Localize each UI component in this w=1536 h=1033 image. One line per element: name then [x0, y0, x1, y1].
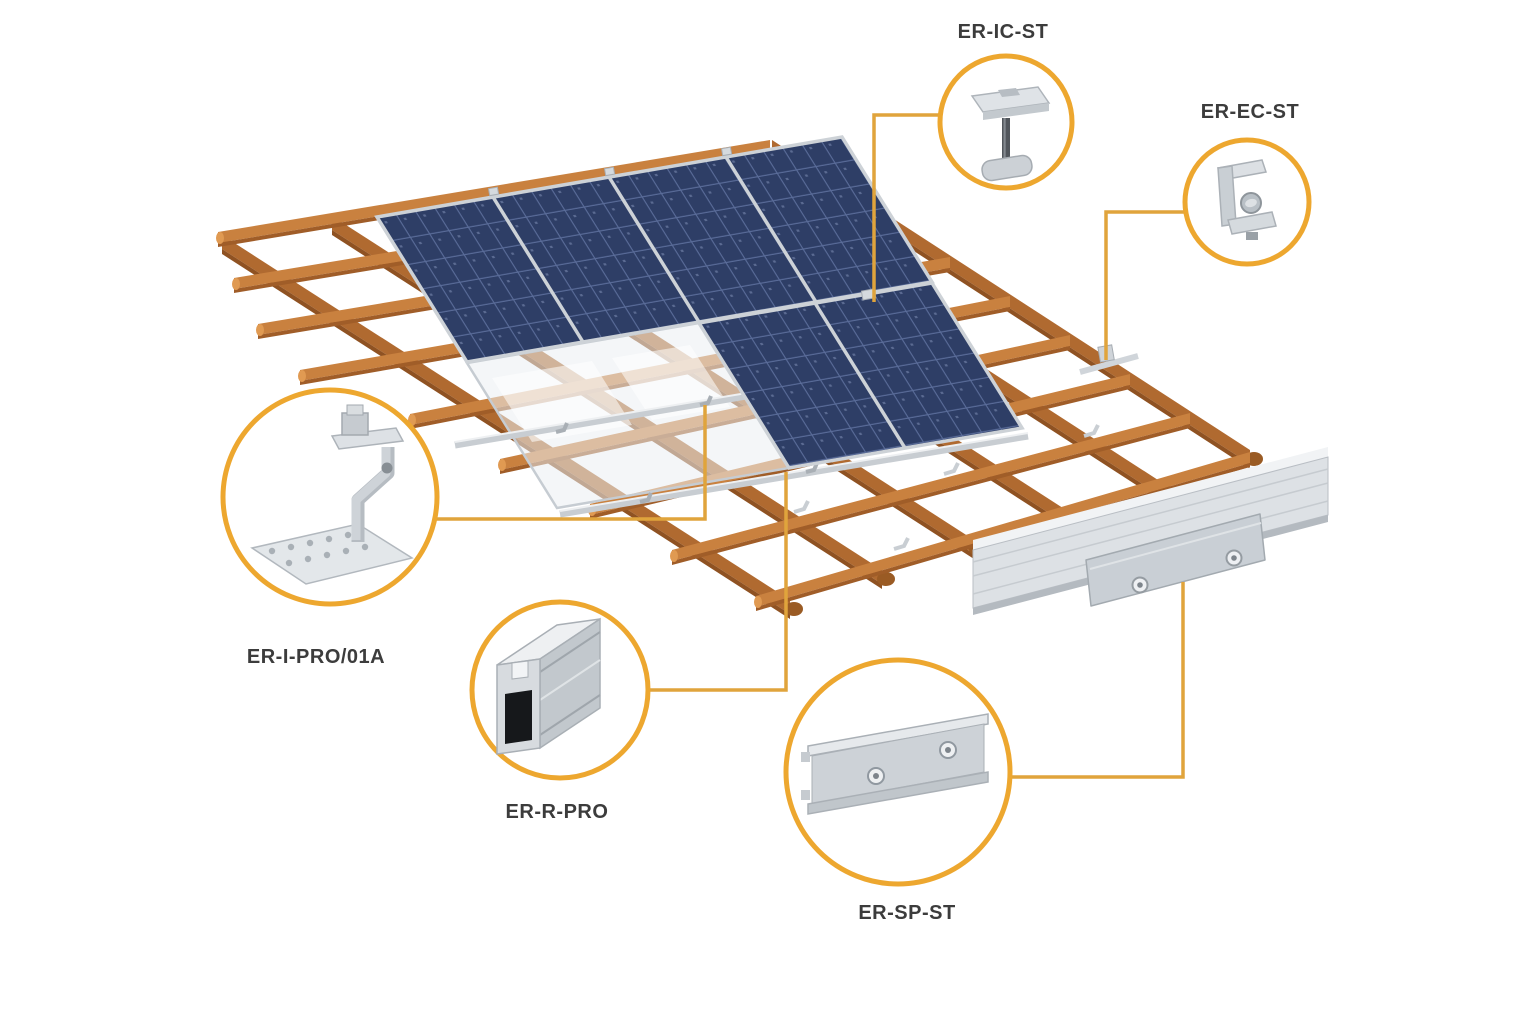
rail-profile-icon — [496, 617, 601, 755]
callout-rail-splice — [783, 657, 1013, 887]
roof-hook-mark — [893, 537, 910, 551]
callout-roof-hook — [220, 387, 440, 607]
callout-end-clamp — [1182, 137, 1312, 267]
top-edge-clamps — [487, 146, 733, 197]
rail-hook-mark — [805, 462, 819, 474]
splice-bolt — [939, 741, 957, 759]
joined-rails-illustration — [972, 447, 1329, 615]
splice-plate — [1085, 513, 1266, 607]
rail-hook-mark — [555, 422, 569, 434]
label-er-sp-st: ER-SP-ST — [858, 902, 955, 924]
rail-hook-mark — [639, 492, 653, 504]
rail-top-face — [973, 447, 1328, 550]
connector-line-rail-profile — [650, 472, 788, 692]
roof-hook-mark — [943, 462, 960, 476]
solar-panel-array — [374, 135, 1139, 470]
base-plate-holes — [268, 531, 369, 567]
label-er-i-pro-01a: ER-I-PRO/01A — [247, 646, 385, 668]
panel-dividers — [491, 156, 907, 449]
roof-hook-mark — [793, 500, 810, 514]
connector-line-rail-splice — [1010, 582, 1185, 779]
mid-clamp-icon — [970, 86, 1051, 182]
rail-upper — [454, 385, 789, 449]
end-clamp-icon — [1217, 159, 1277, 240]
callout-rail-profile — [469, 599, 651, 781]
loose-roof-hooks — [793, 424, 1100, 551]
roof-hook-mark — [1083, 424, 1100, 438]
ghost-panel — [454, 321, 1029, 518]
splice-bolt — [1225, 549, 1243, 567]
splice-bolt — [867, 767, 885, 785]
splice-bolt — [1131, 576, 1149, 594]
label-er-r-pro: ER-R-PRO — [506, 801, 609, 823]
rail-upper-highlight — [454, 385, 789, 443]
splice-plate-highlight — [1089, 522, 1262, 570]
connector-line-inter-clamp — [872, 113, 941, 302]
label-er-ec-st: ER-EC-ST — [1201, 101, 1299, 123]
label-er-ic-st: ER-IC-ST — [958, 21, 1049, 43]
rail-hook-mark — [699, 395, 713, 407]
callout-labels: ER-IC-ST ER-EC-ST ER-I-PRO/01A ER-R-PRO … — [247, 21, 1299, 924]
rail-splice-icon — [801, 713, 989, 815]
callout-inter-clamp — [937, 53, 1075, 191]
roof-hook-icon — [250, 404, 414, 585]
connector-line-end-clamp — [1104, 210, 1186, 360]
connector-line-roof-hook — [434, 405, 707, 521]
mounting-rails — [454, 385, 1029, 518]
connector-lines — [434, 113, 1186, 779]
batten — [670, 413, 1190, 565]
rail-lower-highlight — [559, 432, 1029, 512]
rail-lower — [559, 432, 1029, 518]
